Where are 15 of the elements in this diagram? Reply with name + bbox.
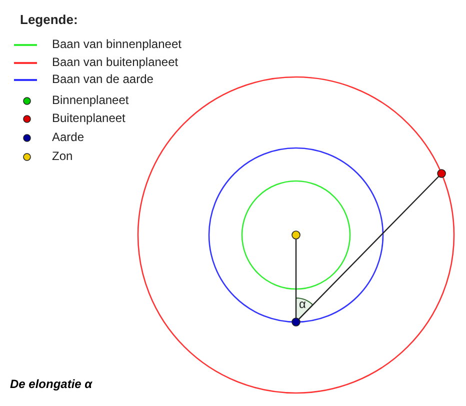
connecting-line (298, 176, 440, 320)
angle-label: α (299, 297, 306, 311)
caption: De elongatie α (10, 377, 92, 391)
legend-text: Baan van de aarde (52, 72, 154, 86)
legend-text: Aarde (52, 130, 84, 144)
legend-text: Baan van buitenplaneet (52, 55, 178, 69)
sun-dot (292, 230, 300, 240)
legend-text: Zon (52, 149, 73, 163)
outer-planet-dot (437, 169, 446, 178)
legend-text: Baan van binnenplaneet (52, 37, 182, 51)
earth-dot (292, 318, 300, 326)
legend-text: Buitenplaneet (52, 111, 126, 125)
legend-text: Binnenplaneet (52, 93, 129, 107)
legend-heading: Legende: (20, 13, 78, 27)
connecting-line (295, 239, 297, 318)
